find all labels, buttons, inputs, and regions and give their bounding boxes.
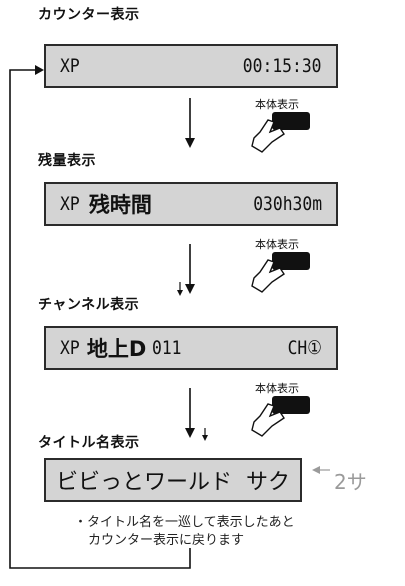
lcd-remaining-value: 030h30m: [253, 193, 322, 215]
hand-press-button-icon: [251, 252, 310, 293]
note-line-2: カウンター表示に戻ります: [88, 533, 245, 548]
lcd-remaining-label: 残時間: [88, 193, 152, 217]
section-title-title-name: タイトル名表示: [38, 435, 140, 451]
lcd-title-scroll: サク: [245, 470, 290, 495]
lcd-display-channel: XP 地上D 011 CH①: [44, 326, 338, 370]
note-line-1: ・タイトル名を一巡して表示したあと: [74, 515, 295, 530]
section-title-channel: チャンネル表示: [38, 297, 140, 313]
section-title-counter: カウンター表示: [38, 7, 140, 23]
lcd-title-text: ビビっとワールド: [56, 470, 233, 495]
note-text: ・タイトル名を一巡して表示したあと カウンター表示に戻ります: [74, 514, 295, 550]
hand-press-button-icon: [251, 112, 310, 153]
section-title-remaining: 残量表示: [38, 153, 96, 169]
lcd-channel-number: 011: [152, 337, 182, 359]
lcd-counter-value: 00:15:30: [243, 55, 322, 77]
display-button-label: 本体表示: [255, 238, 299, 251]
lcd-overflow-text: 2サ: [334, 470, 367, 494]
lcd-display-remaining: XP 残時間 030h30m: [44, 182, 338, 226]
display-button-1[interactable]: 本体表示: [232, 96, 322, 154]
lcd-mode: XP: [60, 55, 80, 77]
display-button-label: 本体表示: [255, 382, 299, 395]
lcd-channel-label: CH①: [287, 337, 322, 359]
lcd-mode: XP: [60, 193, 80, 215]
hand-press-button-icon: [251, 396, 310, 437]
lcd-display-title-name: ビビっとワールド サク: [44, 458, 302, 502]
display-button-3[interactable]: 本体表示: [232, 380, 322, 438]
lcd-broadcast-type: 地上D: [86, 337, 147, 361]
lcd-mode: XP: [60, 337, 80, 359]
display-button-label: 本体表示: [255, 98, 299, 111]
lcd-display-counter: XP 00:15:30: [44, 44, 338, 88]
display-button-2[interactable]: 本体表示: [232, 236, 322, 294]
